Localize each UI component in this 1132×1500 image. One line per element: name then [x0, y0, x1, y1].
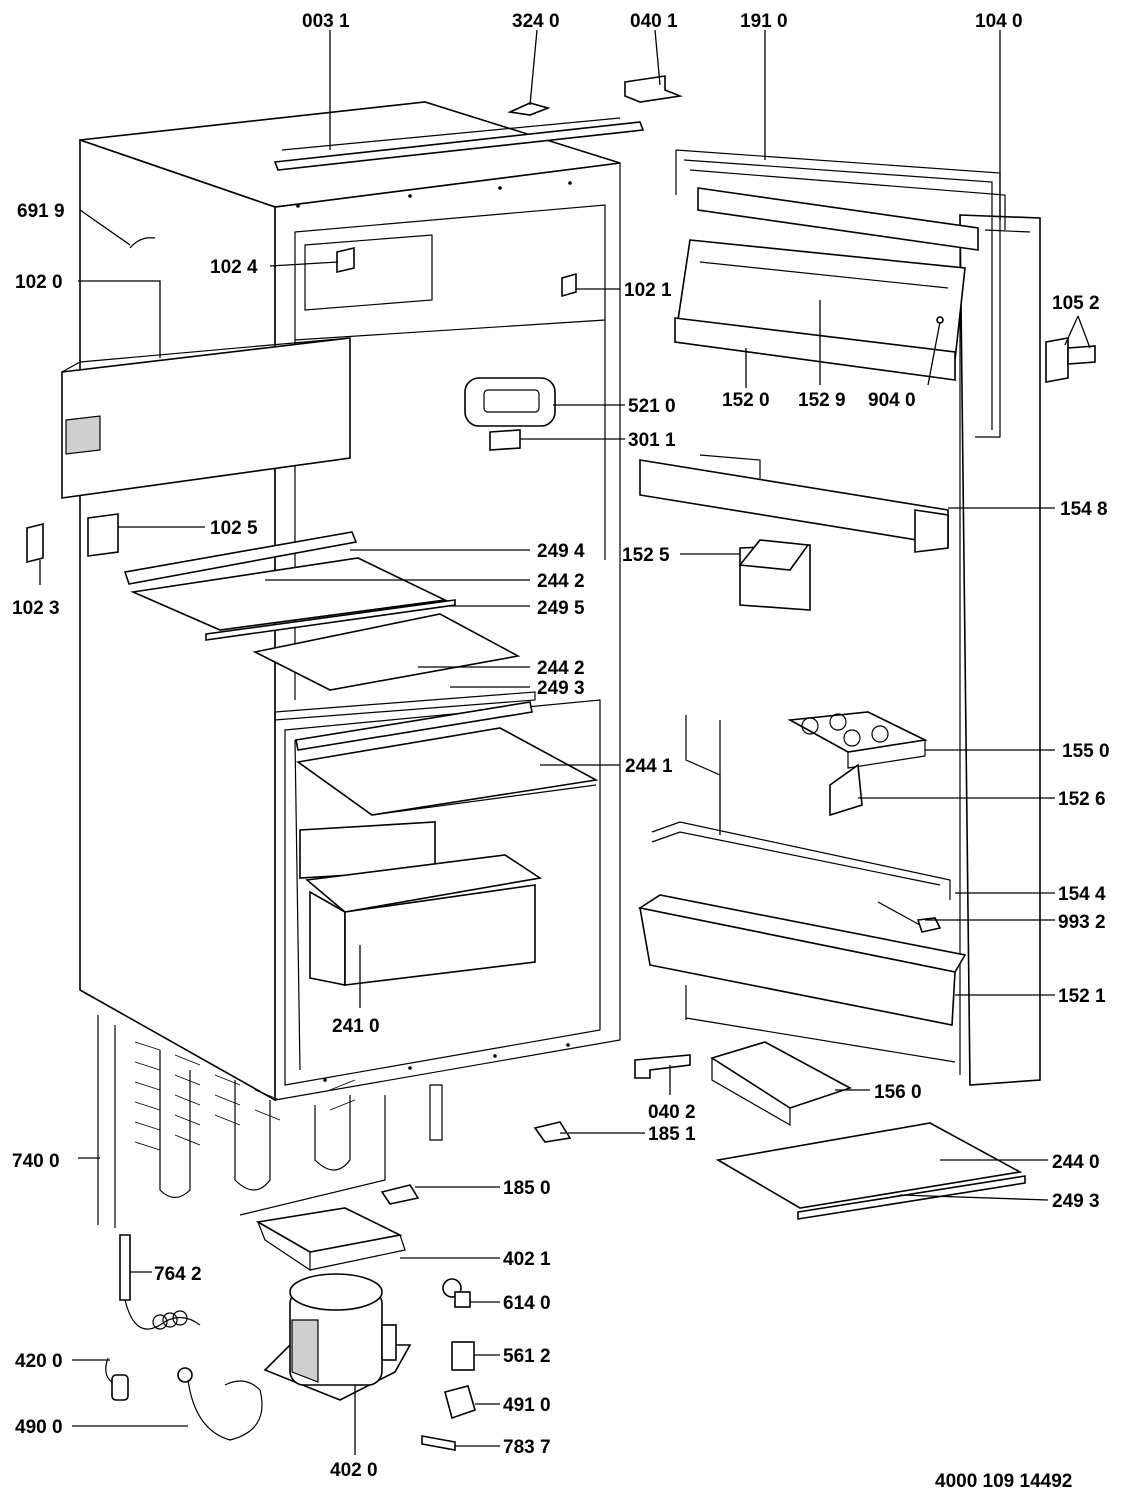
part-1024 — [336, 246, 355, 274]
part-5210-thermostat — [464, 377, 556, 427]
label-1525: 152 5 — [622, 545, 670, 566]
label-1851: 185 1 — [648, 1124, 696, 1145]
label-1550: 155 0 — [1062, 741, 1110, 762]
part-2440-glass-plate — [715, 1122, 1023, 1209]
part-2493-trim-bottom — [797, 1175, 1026, 1220]
label-5210: 521 0 — [628, 396, 676, 417]
part-2442-glass-shelf-upper — [130, 557, 448, 631]
label-9040: 904 0 — [868, 390, 916, 411]
label-6140: 614 0 — [503, 1293, 551, 1314]
part-1560-ice-tray — [710, 1041, 853, 1127]
label-2441: 244 1 — [625, 756, 673, 777]
part-3011 — [489, 429, 521, 451]
label-1544: 154 4 — [1058, 884, 1106, 905]
part-7642-sensor — [119, 1234, 201, 1330]
label-1529: 152 9 — [798, 390, 846, 411]
part-2494-lower-rail — [295, 701, 533, 751]
part-7400-condenser — [97, 1015, 443, 1228]
part-1052-hinge — [1045, 337, 1096, 383]
label-9932: 993 2 — [1058, 912, 1106, 933]
part-1520-flap-tray — [674, 317, 956, 381]
label-2442b: 244 2 — [537, 658, 585, 679]
label-1023: 102 3 — [12, 598, 60, 619]
label-1910: 191 0 — [740, 11, 788, 32]
part-4910 — [444, 1385, 476, 1420]
label-0401: 040 1 — [630, 11, 678, 32]
label-2494: 249 4 — [537, 541, 585, 562]
label-1520: 152 0 — [722, 390, 770, 411]
label-1560: 156 0 — [874, 1082, 922, 1103]
part-2441-glass-shelf — [295, 727, 599, 816]
leader-lines — [39, 29, 1091, 1455]
label-2493b: 249 3 — [1052, 1191, 1100, 1212]
part-0031-top-rail — [273, 117, 645, 171]
part-6919 — [129, 237, 156, 249]
label-1850: 185 0 — [503, 1178, 551, 1199]
part-1851 — [533, 1121, 572, 1143]
label-4900: 490 0 — [15, 1417, 63, 1438]
label-1526: 152 6 — [1058, 789, 1106, 810]
part-2410-crisper-drawer — [299, 821, 543, 986]
part-4021-bracket — [255, 1207, 406, 1272]
label-1024: 102 4 — [210, 257, 258, 278]
label-2440: 244 0 — [1052, 1152, 1100, 1173]
part-4900-power-cord — [177, 1367, 263, 1441]
label-4910: 491 0 — [503, 1395, 551, 1416]
label-3240: 324 0 — [512, 11, 560, 32]
label-4200: 420 0 — [15, 1351, 63, 1372]
label-7642: 764 2 — [154, 1264, 202, 1285]
label-4021: 402 1 — [503, 1249, 551, 1270]
part-1850 — [380, 1184, 420, 1205]
label-1052: 105 2 — [1052, 293, 1100, 314]
label-2495: 249 5 — [537, 598, 585, 619]
part-1025 — [87, 513, 119, 557]
label-1020: 102 0 — [15, 272, 63, 293]
part-0401-bracket — [624, 75, 684, 103]
label-0402: 040 2 — [648, 1102, 696, 1123]
part-labels: 003 1 324 0 040 1 191 0 104 0 691 9 102 … — [12, 11, 1110, 1492]
part-1020-freezer-door — [61, 337, 351, 499]
document-id: 4000 109 14492 — [935, 1471, 1072, 1492]
part-1021 — [561, 272, 577, 298]
part-1548-door-rack — [639, 454, 949, 553]
part-0402-bracket — [634, 1054, 691, 1079]
label-7837: 783 7 — [503, 1437, 551, 1458]
part-4020-compressor — [263, 1273, 412, 1401]
door-inner-bottom — [685, 715, 956, 1063]
part-1525-box — [738, 539, 811, 611]
label-3011: 301 1 — [628, 430, 676, 451]
label-2442a: 244 2 — [537, 571, 585, 592]
part-2494-shelf-rail — [123, 531, 358, 585]
part-2495-shelf-trim — [205, 599, 456, 641]
label-1021: 102 1 — [624, 280, 672, 301]
label-4020: 402 0 — [330, 1460, 378, 1481]
label-5612: 561 2 — [503, 1346, 551, 1367]
label-1025: 102 5 — [210, 518, 258, 539]
part-1521-bottle-shelf — [637, 894, 967, 1026]
part-1550-egg-tray — [787, 711, 928, 769]
part-9932 — [877, 901, 942, 933]
label-0031: 003 1 — [302, 11, 350, 32]
part-7837 — [421, 1435, 456, 1451]
part-1040-door — [689, 169, 1041, 1086]
label-6919: 691 9 — [17, 201, 65, 222]
part-1526 — [829, 763, 863, 817]
part-1910-door-gasket — [675, 149, 1001, 438]
part-4200-capacitor — [105, 1357, 129, 1401]
label-1040: 104 0 — [975, 11, 1023, 32]
part-5612 — [451, 1341, 475, 1371]
label-7400: 740 0 — [12, 1151, 60, 1172]
part-1023 — [26, 522, 44, 564]
label-1521: 152 1 — [1058, 986, 1106, 1007]
label-2493a: 249 3 — [537, 678, 585, 699]
label-1548: 154 8 — [1060, 499, 1108, 520]
part-2442-glass-shelf-middle — [252, 613, 521, 691]
part-3240 — [507, 102, 551, 116]
part-6140 — [442, 1278, 471, 1308]
part-1544-bottle-bar — [651, 821, 951, 900]
label-2410: 241 0 — [332, 1016, 380, 1037]
